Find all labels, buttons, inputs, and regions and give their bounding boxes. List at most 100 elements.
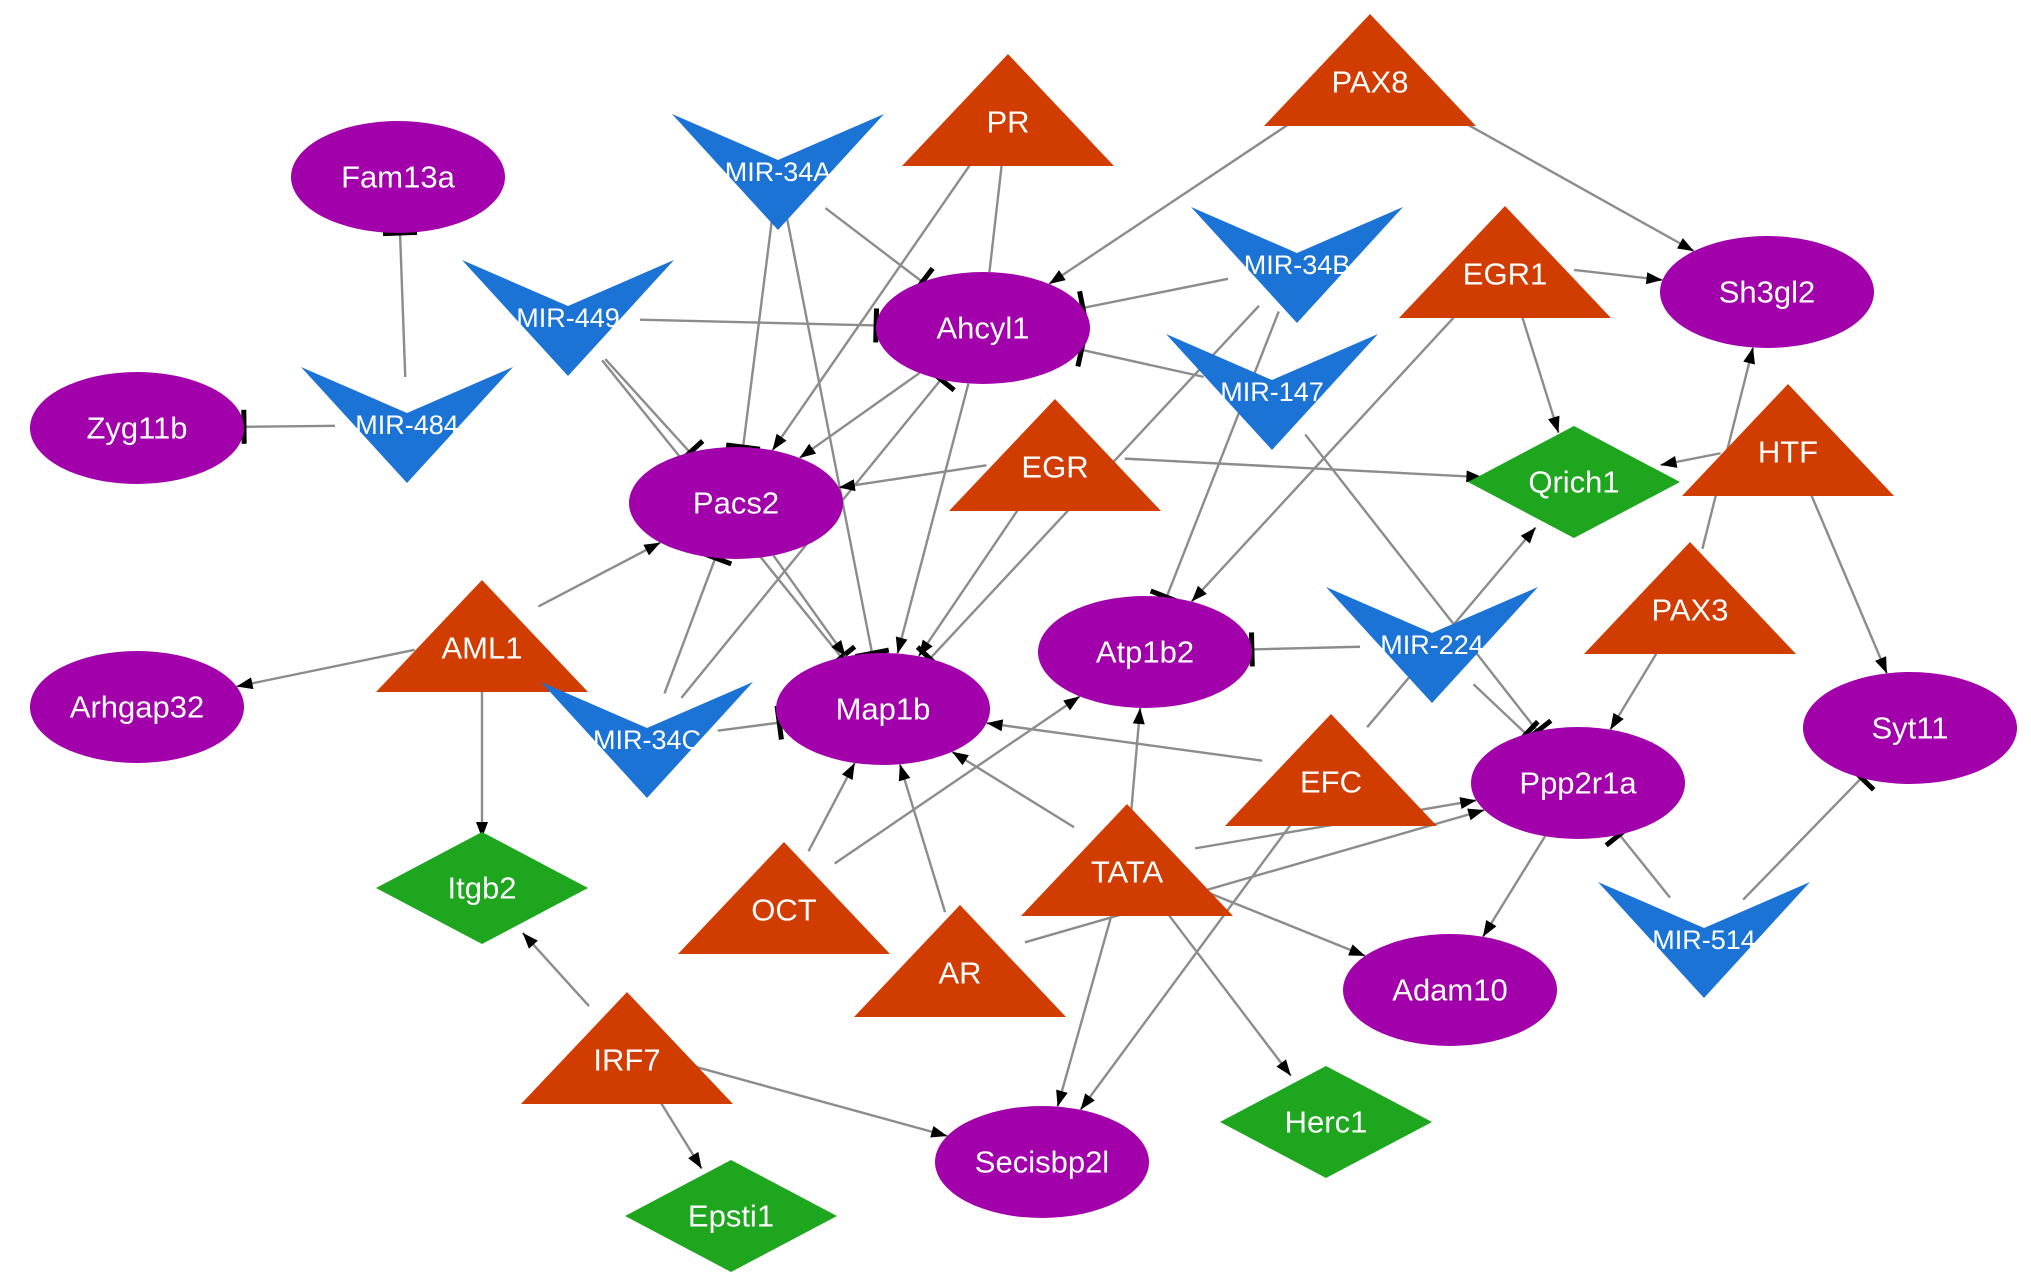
node-mir34a: MIR-34A bbox=[672, 114, 884, 230]
edge-line bbox=[1251, 645, 1361, 651]
node-mir514: MIR-514 bbox=[1598, 882, 1810, 998]
edge-line bbox=[1304, 433, 1539, 732]
edge-line bbox=[988, 159, 1004, 273]
edge-line bbox=[236, 648, 415, 688]
arrowhead-marker bbox=[986, 719, 1004, 732]
node-label: Pacs2 bbox=[693, 486, 779, 521]
transcription-factor-triangle bbox=[902, 54, 1114, 166]
edge-line bbox=[1124, 457, 1483, 479]
arrowhead-marker bbox=[1063, 696, 1080, 711]
node-egr: EGR bbox=[949, 399, 1161, 511]
transcription-factor-triangle bbox=[1584, 542, 1796, 654]
node-efc: EFC bbox=[1225, 714, 1437, 826]
edge-irf7-itgb2 bbox=[521, 932, 590, 1007]
node-zyg11b: Zyg11b bbox=[30, 372, 244, 484]
arrowhead-marker bbox=[1676, 238, 1694, 252]
arrowhead-marker bbox=[1610, 712, 1624, 730]
edge-pacs2-map1b bbox=[772, 554, 847, 658]
node-pax3: PAX3 bbox=[1584, 542, 1796, 654]
arrowhead-marker bbox=[1056, 1089, 1068, 1107]
node-label: EGR bbox=[1021, 450, 1088, 485]
edge-line bbox=[1609, 643, 1664, 731]
node-arhgap32: Arhgap32 bbox=[30, 651, 244, 763]
arrowhead-marker bbox=[688, 1151, 702, 1169]
edge-line bbox=[1079, 813, 1300, 1111]
gene-ellipse bbox=[935, 1106, 1149, 1218]
edge-egr1-sh3gl2 bbox=[1573, 268, 1663, 285]
node-label: MIR-514 bbox=[1652, 925, 1756, 955]
edge-tata-secisbp2l bbox=[1056, 908, 1115, 1107]
mirna-chevron bbox=[672, 114, 884, 230]
node-secisbp2l: Secisbp2l bbox=[935, 1106, 1149, 1218]
arrowhead-marker bbox=[522, 932, 538, 949]
node-ar: AR bbox=[854, 905, 1066, 1017]
node-label: Sh3gl2 bbox=[1719, 275, 1816, 310]
node-label: PR bbox=[986, 105, 1029, 140]
edge-mir224-atp1b2 bbox=[1248, 632, 1361, 667]
edge-line bbox=[1519, 310, 1560, 434]
edge-mir34c-pacs2 bbox=[663, 549, 733, 694]
transcription-factor-triangle bbox=[1399, 206, 1611, 318]
transcription-factor-triangle bbox=[854, 905, 1066, 1017]
node-ppp2r1a: Ppp2r1a bbox=[1471, 727, 1685, 839]
edge-oct-map1b bbox=[807, 762, 856, 852]
edge-ahcyl1-pacs2 bbox=[798, 372, 921, 459]
edge-line bbox=[772, 554, 847, 658]
edge-tata-herc1 bbox=[1159, 903, 1292, 1077]
edge-line bbox=[917, 499, 1026, 657]
edge-mir34a-ahcyl1 bbox=[824, 207, 935, 297]
node-label: MIR-34C bbox=[593, 725, 701, 755]
transcription-factor-triangle bbox=[1021, 804, 1233, 916]
edge-line bbox=[1082, 277, 1229, 310]
node-pacs2: Pacs2 bbox=[629, 447, 843, 559]
node-label: PAX8 bbox=[1332, 65, 1409, 100]
gene-ellipse bbox=[291, 121, 505, 233]
node-label: EGR1 bbox=[1463, 257, 1547, 292]
node-label: Itgb2 bbox=[448, 871, 517, 906]
edge-line bbox=[1190, 302, 1468, 603]
node-label: Arhgap32 bbox=[70, 690, 204, 725]
edge-line bbox=[1481, 835, 1547, 938]
transcription-factor-triangle bbox=[376, 580, 588, 692]
edge-mir449-pacs2 bbox=[604, 358, 705, 466]
gene-ellipse bbox=[776, 653, 990, 765]
node-mir34c: MIR-34C bbox=[541, 682, 753, 798]
transcription-factor-triangle bbox=[1225, 714, 1437, 826]
arrowhead-marker bbox=[643, 542, 661, 556]
node-label: Atp1b2 bbox=[1096, 635, 1194, 670]
node-epsti1: Epsti1 bbox=[625, 1160, 837, 1272]
arrowhead-marker bbox=[952, 751, 969, 766]
edge-pax8-ahcyl1 bbox=[1048, 103, 1320, 285]
mirna-chevron bbox=[1326, 587, 1538, 703]
arrowhead-marker bbox=[236, 677, 254, 690]
edge-line bbox=[798, 372, 921, 459]
node-label: OCT bbox=[751, 893, 817, 928]
edge-egr-map1b bbox=[917, 499, 1026, 657]
arrowhead-marker bbox=[895, 636, 908, 654]
arrowhead-marker bbox=[1875, 656, 1887, 674]
node-pr: PR bbox=[902, 54, 1114, 166]
node-label: MIR-34B bbox=[1244, 250, 1351, 280]
node-label: MIR-484 bbox=[355, 410, 459, 440]
arrowhead-marker bbox=[1520, 527, 1536, 544]
edge-mir34c-map1b bbox=[717, 705, 784, 740]
node-htf: HTF bbox=[1682, 384, 1894, 496]
diamond-shape bbox=[376, 832, 588, 944]
edge-line bbox=[1056, 908, 1115, 1107]
edge-ppp2r1a-adam10 bbox=[1481, 835, 1547, 938]
edge-line bbox=[771, 154, 978, 452]
arrowhead-marker bbox=[1743, 347, 1755, 365]
edge-pax3-ppp2r1a bbox=[1609, 643, 1664, 731]
node-label: Adam10 bbox=[1392, 973, 1507, 1008]
gene-ellipse bbox=[1343, 934, 1557, 1046]
arrowhead-marker bbox=[1049, 270, 1066, 284]
edge-line bbox=[1618, 833, 1671, 899]
arrowhead-marker bbox=[1467, 808, 1485, 821]
edge-line bbox=[1159, 903, 1292, 1077]
node-layer: Fam13aZyg11bArhgap32Pacs2Ahcyl1Map1bAtp1… bbox=[30, 14, 2017, 1272]
edge-line bbox=[1048, 103, 1320, 285]
node-egr1: EGR1 bbox=[1399, 206, 1611, 318]
gene-ellipse bbox=[30, 372, 244, 484]
node-mir34b: MIR-34B bbox=[1191, 207, 1403, 323]
